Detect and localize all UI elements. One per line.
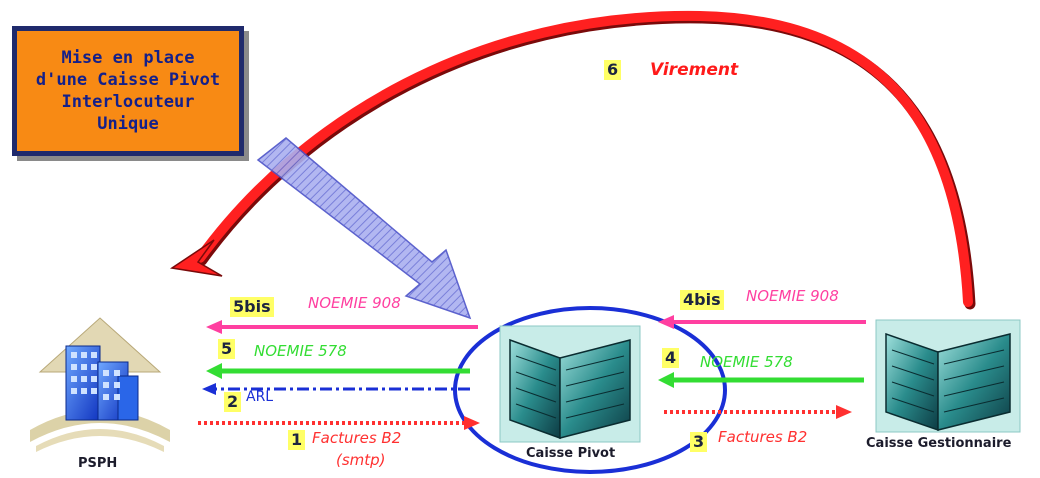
- noemie908-right-label: NOEMIE 908: [746, 287, 839, 305]
- callout-pointer-arrow: [256, 137, 472, 320]
- factures-left-label: Factures B2: [312, 429, 402, 447]
- step-badge-3: 3: [690, 432, 708, 452]
- step-badge-4bis: 4bis: [680, 290, 724, 310]
- flow-noemie578-left-arrow: [206, 363, 470, 379]
- virement-arrow: [169, 10, 976, 310]
- noemie578-left-label: NOEMIE 578: [254, 342, 347, 360]
- step-badge-5: 5: [218, 339, 236, 359]
- pivot-highlight-ring: [453, 306, 727, 474]
- noemie908-left-label: NOEMIE 908: [308, 294, 401, 312]
- virement-label: Virement: [650, 60, 739, 80]
- step-badge-5bis: 5bis: [230, 297, 274, 317]
- flow-noemie578-right-arrow: [658, 372, 864, 388]
- noemie578-right-label: NOEMIE 578: [700, 353, 793, 371]
- caisse-pivot-callout: Mise en place d'une Caisse Pivot Interlo…: [12, 26, 244, 156]
- psph-label: PSPH: [78, 456, 118, 471]
- step-badge-2: 2: [224, 392, 242, 412]
- flow-factures-left-arrow: [198, 416, 480, 430]
- callout-text: Mise en place d'une Caisse Pivot Interlo…: [35, 48, 221, 134]
- flow-noemie908-right-arrow: [658, 315, 866, 329]
- step-badge-4: 4: [662, 348, 680, 368]
- psph-building-icon: [30, 317, 170, 452]
- factures-right-label: Factures B2: [718, 428, 808, 446]
- flow-noemie908-left-arrow: [206, 320, 478, 334]
- caisse-pivot-label: Caisse Pivot: [526, 446, 616, 461]
- arl-label: ARL: [246, 389, 274, 405]
- flow-arl-arrow: [202, 383, 470, 395]
- factures-left-sublabel: (smtp): [336, 451, 386, 469]
- step-badge-6: 6: [604, 60, 622, 80]
- step-badge-1: 1: [288, 430, 306, 450]
- caisse-gestionnaire-building-icon: [875, 319, 1021, 433]
- caisse-gestionnaire-label: Caisse Gestionnaire: [866, 436, 1012, 451]
- flow-factures-right-arrow: [664, 405, 852, 419]
- caisse-pivot-building-icon: [499, 325, 641, 443]
